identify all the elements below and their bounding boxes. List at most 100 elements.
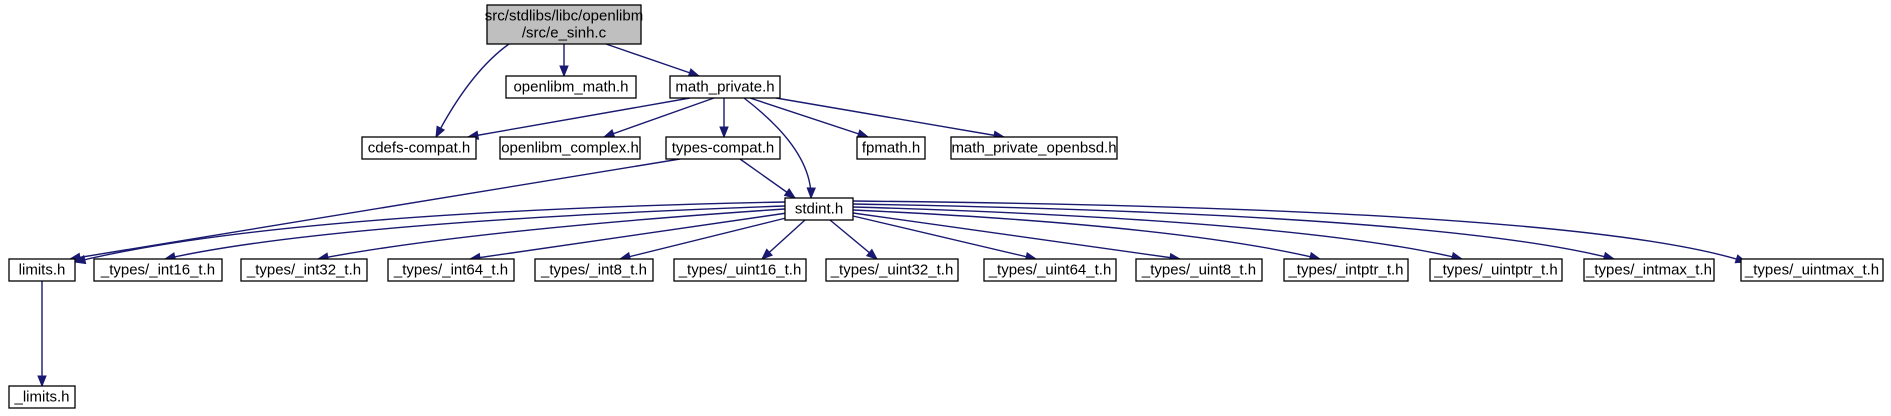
node-box	[1740, 258, 1884, 282]
node-label: _types/_uint16_t.h	[678, 262, 802, 279]
node-label: _types/_int32_t.h	[246, 262, 361, 279]
node-label: math_private.h	[675, 79, 774, 96]
edge-line	[852, 200, 1747, 263]
arrow-head	[37, 375, 47, 388]
node-uint32[interactable]: _types/_uint32_t.h	[825, 258, 959, 282]
node-uint64[interactable]: _types/_uint64_t.h	[983, 258, 1117, 282]
arrow-head	[73, 254, 87, 265]
edge-line	[603, 97, 715, 138]
edge-root-to-math_private	[605, 43, 701, 78]
node-box	[1135, 258, 1263, 282]
edges-layer	[37, 43, 1748, 388]
node-label: _types/_int8_t.h	[540, 262, 647, 279]
node-box	[784, 197, 854, 221]
node-openlibm-math[interactable]: openlibm_math.h	[505, 75, 637, 99]
node-uintmax[interactable]: _types/_uintmax_t.h	[1740, 258, 1884, 282]
arrow-head	[559, 65, 569, 78]
edge-stdint-to-uint32	[829, 219, 879, 260]
node-types-compat[interactable]: types-compat.h	[665, 136, 781, 160]
node-box	[8, 385, 76, 409]
node-label: cdefs-compat.h	[368, 140, 471, 157]
node-box	[361, 136, 477, 160]
edge-line	[469, 212, 788, 260]
node--limits[interactable]: _limits.h	[8, 385, 76, 409]
node-box	[1283, 258, 1409, 282]
node-box	[240, 258, 368, 282]
node-label: _types/_uintmax_t.h	[1744, 262, 1879, 279]
edge-line	[852, 215, 1037, 260]
edge-line	[739, 158, 796, 199]
node-openlibm-complex[interactable]: openlibm_complex.h	[499, 136, 641, 160]
node-int8[interactable]: _types/_int8_t.h	[534, 258, 654, 282]
node-box	[499, 136, 641, 160]
edge-types_compat-to-limits	[68, 158, 681, 262]
node-limits[interactable]: limits.h	[8, 258, 76, 282]
edge-line	[74, 201, 786, 263]
node-math-private-openbsd[interactable]: math_private_openbsd.h	[950, 136, 1118, 160]
node-label: stdint.h	[795, 201, 843, 218]
node-intptr[interactable]: _types/_intptr_t.h	[1283, 258, 1409, 282]
arrow-head	[865, 248, 879, 260]
node-fpmath[interactable]: fpmath.h	[856, 136, 926, 160]
node-box	[983, 258, 1117, 282]
edge-line	[435, 43, 510, 138]
arrow-head	[602, 129, 616, 138]
arrow-head	[435, 125, 446, 139]
node-label: _types/_intptr_t.h	[1287, 262, 1403, 279]
node-label: math_private_openbsd.h	[951, 140, 1116, 157]
node-cdefs-compat[interactable]: cdefs-compat.h	[361, 136, 477, 160]
edge-stdint-to-uint16	[761, 219, 806, 260]
edge-line	[317, 208, 786, 260]
edge-line	[775, 97, 1005, 138]
edge-line	[852, 212, 1181, 260]
arrow-head	[783, 188, 797, 199]
edge-stdint-to-int16	[163, 205, 786, 262]
node-label: _types/_intmax_t.h	[1585, 262, 1712, 279]
node-box	[856, 136, 926, 160]
node-math-private[interactable]: math_private.h	[669, 75, 781, 99]
node-box	[825, 258, 959, 282]
node-int16[interactable]: _types/_int16_t.h	[93, 258, 223, 282]
node-label: openlibm_math.h	[513, 79, 628, 96]
node-label: _types/_int64_t.h	[393, 262, 508, 279]
node-box	[534, 258, 654, 282]
node-uint16[interactable]: _types/_uint16_t.h	[673, 258, 807, 282]
edge-root-to-openlibm_math	[559, 44, 569, 78]
node-label: _limits.h	[13, 389, 69, 406]
node-uint8[interactable]: _types/_uint8_t.h	[1135, 258, 1263, 282]
node-root[interactable]: src/stdlibs/libc/openlibm/src/e_sinh.c	[485, 4, 643, 45]
edge-line	[743, 97, 812, 199]
node-label: fpmath.h	[862, 140, 920, 157]
edge-types_compat-to-stdint	[739, 158, 797, 199]
edge-line	[605, 43, 700, 77]
node-intmax[interactable]: _types/_intmax_t.h	[1583, 258, 1715, 282]
node-box	[665, 136, 781, 160]
node-box	[8, 258, 76, 282]
node-box	[1429, 258, 1563, 282]
edge-line	[852, 209, 1321, 260]
node-box	[1583, 258, 1715, 282]
node-stdint[interactable]: stdint.h	[784, 197, 854, 221]
node-uintptr[interactable]: _types/_uintptr_t.h	[1429, 258, 1563, 282]
edge-math_private-to-types_compat	[719, 98, 729, 139]
node-int64[interactable]: _types/_int64_t.h	[387, 258, 515, 282]
node-label: _types/_uint64_t.h	[988, 262, 1112, 279]
edge-line	[749, 97, 869, 138]
edge-limits-to-_limits	[37, 281, 47, 388]
arrow-head	[761, 248, 773, 260]
edge-line	[467, 97, 691, 138]
node-box	[950, 136, 1118, 160]
node-label: types-compat.h	[672, 140, 775, 157]
node-label: limits.h	[19, 262, 66, 279]
arrow-head	[719, 126, 729, 139]
node-int32[interactable]: _types/_int32_t.h	[240, 258, 368, 282]
edge-line	[852, 206, 1463, 260]
node-box	[387, 258, 515, 282]
nodes-layer: src/stdlibs/libc/openlibm/src/e_sinh.cop…	[8, 4, 1884, 409]
node-box	[669, 75, 781, 99]
edge-root-to-cdefs_compat	[435, 43, 510, 139]
edge-stdint-to-uint64	[852, 215, 1038, 262]
arrow-head	[806, 187, 816, 200]
node-box	[505, 75, 637, 99]
